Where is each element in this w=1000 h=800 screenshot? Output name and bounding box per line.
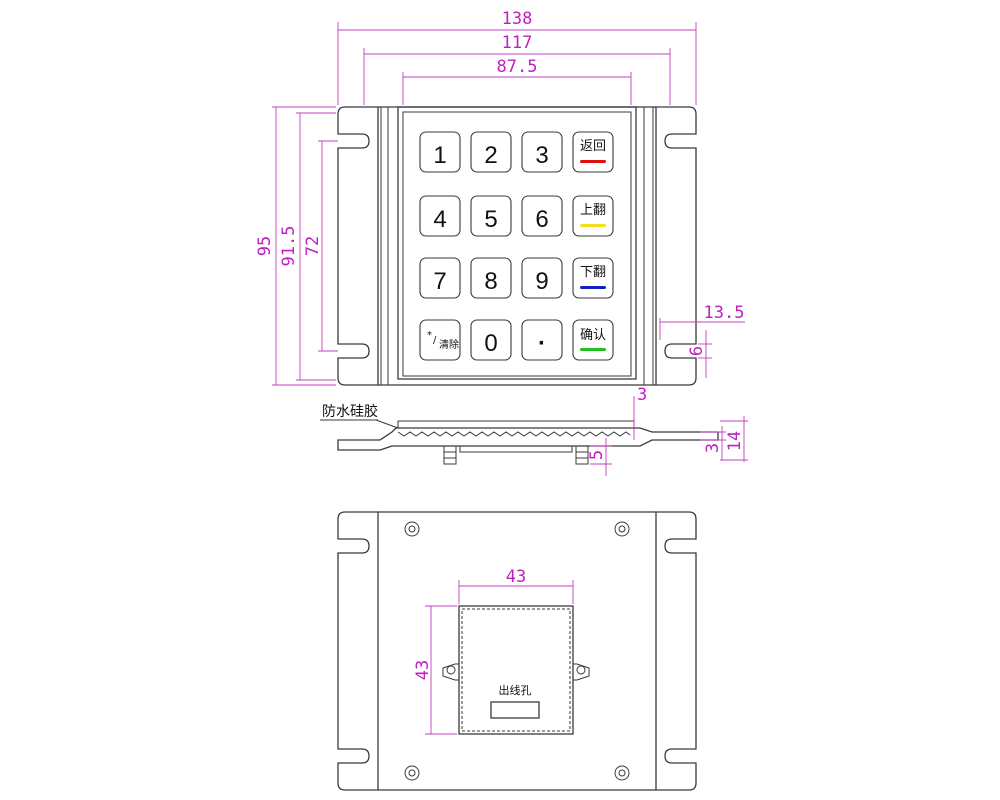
back-plate-right-ear [655,511,697,791]
back-screw-hole-bl [404,765,420,781]
back-plate-left-ear [337,511,379,791]
back-screw-hole-tl-inner [408,525,416,533]
key-clear-label: 清除 [439,338,459,351]
front-top-dimensions: 138 117 87.5 [337,9,697,105]
side-keypad-top [397,420,635,429]
standoff-right [572,663,590,681]
key-page-up-label: 上翻 [580,203,606,218]
back-screw-hole-tl [404,521,420,537]
key-9 [521,257,563,299]
dim-87-label: 87.5 [497,57,538,77]
key-4-label: 4 [433,206,446,233]
side-stud-left [443,445,457,465]
key-2 [470,131,512,173]
side-view: 防水硅胶 [320,403,719,465]
dim-5-label: 5 [587,450,607,460]
cable-hole-label: 出线孔 [499,683,532,697]
key-3 [521,131,563,173]
key-5 [470,195,512,237]
dim-138-label: 138 [502,9,533,29]
keypad-frame-inner [402,111,632,377]
key-clear [419,319,461,361]
dim-91-label: 91.5 [279,226,299,267]
key-confirm-color-bar [580,348,606,351]
key-clear-star: * [427,330,432,341]
dim-6-label: 6 [687,346,707,356]
key-2-label: 2 [484,142,497,169]
back-screw-hole-br [614,765,630,781]
dim-43v-label: 43 [413,660,433,680]
cable-hole [490,701,540,719]
silicone-leader [375,419,399,429]
standoff-right-hole [576,665,586,675]
back-screw-hole-bl-inner [408,769,416,777]
cable-box-inner [461,608,571,732]
key-back-label: 返回 [580,139,606,154]
key-0 [470,319,512,361]
waterproof-silicone-label: 防水硅胶 [322,403,378,420]
key-page-down-label: 下翻 [580,265,606,280]
key-dot-label: · [538,330,546,357]
key-4 [419,195,461,237]
key-clear-slash: / [433,335,437,346]
dim-117-label: 117 [502,33,533,53]
side-dimensions: 3 3 14 5 [587,385,748,476]
key-3-label: 3 [535,142,548,169]
side-plate-profile [337,427,719,451]
key-8-label: 8 [484,268,497,295]
dim-43h-label: 43 [506,567,526,587]
key-6-label: 6 [535,206,548,233]
key-1-label: 1 [433,142,446,169]
dim-3-top-label: 3 [637,385,647,405]
side-pcb [459,445,573,453]
back-screw-hole-tr-inner [618,525,626,533]
front-plate-right-ear [655,106,697,386]
back-screw-hole-br-inner [618,769,626,777]
cable-box [458,605,574,735]
key-9-label: 9 [535,268,548,295]
key-6 [521,195,563,237]
key-7-label: 7 [433,268,446,295]
front-left-dimensions: 95 91.5 72 [255,106,338,386]
back-dimensions: 43 43 [413,567,574,735]
keypad-frame [397,106,637,380]
front-right-dimensions: 13.5 6 [659,303,745,378]
key-dot [521,319,563,361]
back-view: 出线孔 [337,511,697,791]
side-silicone-zigzag [397,431,631,437]
key-5-label: 5 [484,206,497,233]
side-stud-right [575,445,589,465]
key-1 [419,131,461,173]
key-8 [470,257,512,299]
front-view: 1 2 3 返回 4 5 6 上翻 7 8 9 下翻 * / 清除 0 [337,106,697,386]
dim-95-label: 95 [255,236,275,256]
back-screw-hole-tr [614,521,630,537]
dim-13-label: 13.5 [704,303,745,323]
key-page-up-color-bar [580,224,606,227]
standoff-left-hole [446,665,456,675]
dim-72-label: 72 [303,236,323,256]
dim-14-label: 14 [725,431,745,451]
dim-3-right-label: 3 [703,443,723,453]
key-back-color-bar [580,160,606,163]
key-0-label: 0 [484,330,497,357]
key-page-down-color-bar [580,286,606,289]
front-plate-outline [337,106,379,386]
key-confirm-label: 确认 [580,328,606,343]
standoff-left [442,663,460,681]
key-7 [419,257,461,299]
